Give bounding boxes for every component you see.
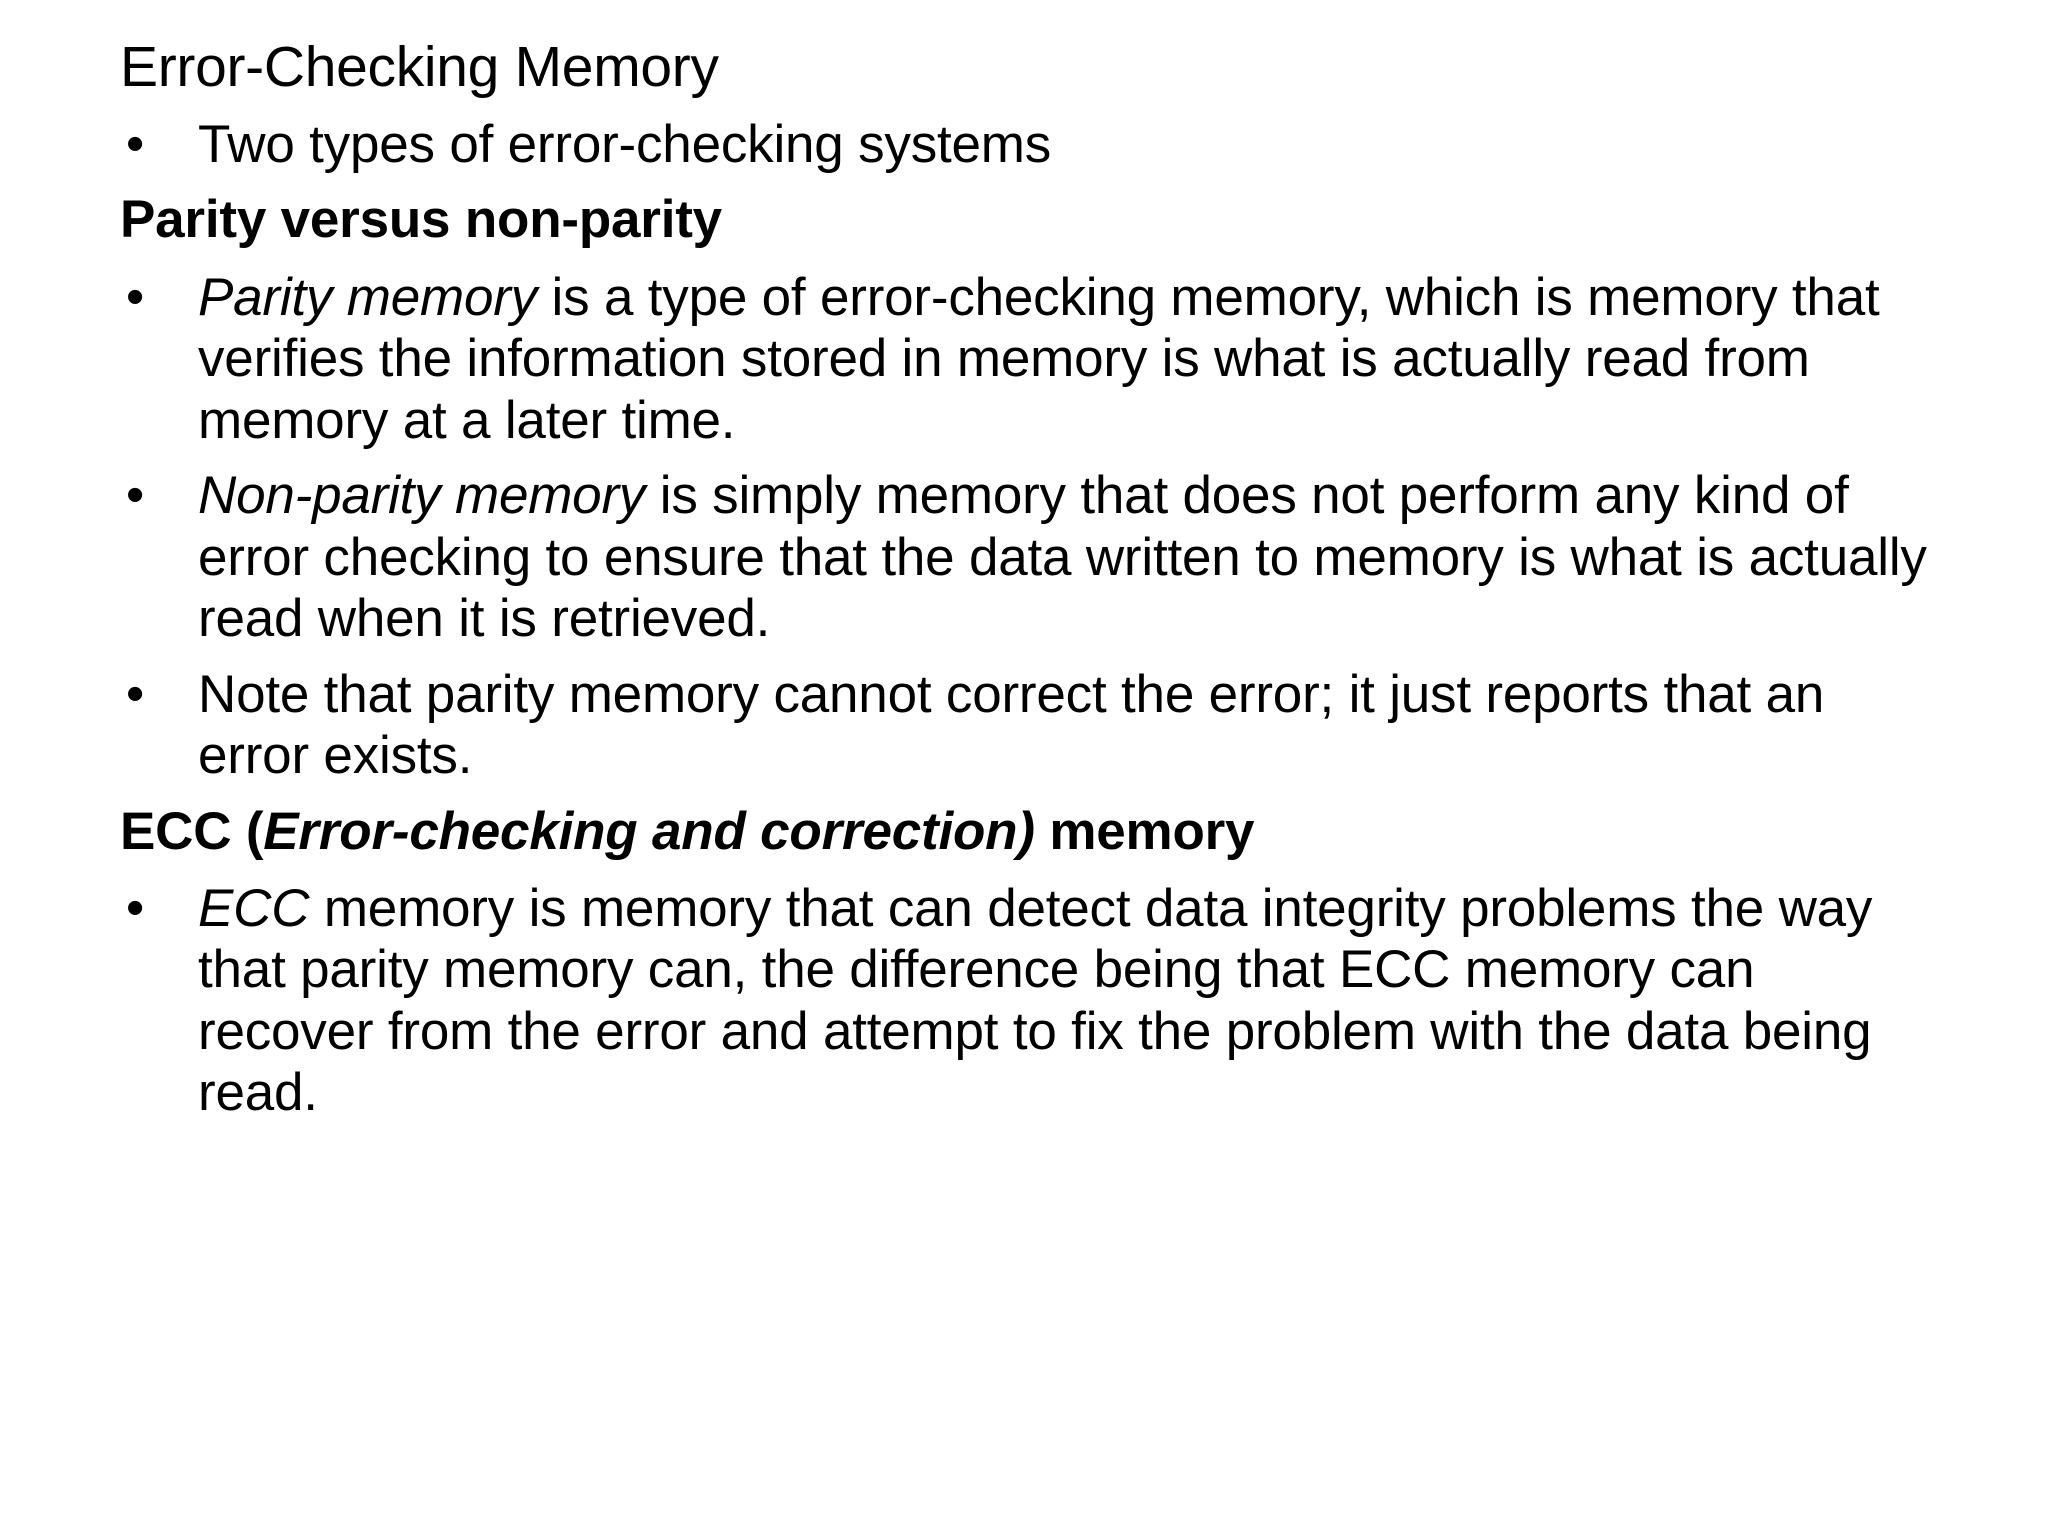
bullet-text-non-parity-memory: Non-parity memory is simply memory that …: [198, 465, 1938, 649]
list-item: • Parity memory is a type of error-check…: [120, 267, 1938, 451]
bullet-icon: •: [126, 267, 145, 326]
bullet-icon: •: [126, 664, 145, 723]
bullet-icon: •: [126, 114, 145, 173]
page-title: Error-Checking Memory: [120, 35, 719, 99]
list-item: • Non-parity memory is simply memory tha…: [120, 465, 1938, 649]
emphasis-non-parity-memory: Non-parity memory: [198, 466, 646, 526]
heading-ecc-tail: memory: [1034, 801, 1255, 861]
bullet-icon: •: [126, 466, 145, 525]
list-item: • Two types of error-checking systems: [120, 114, 1938, 175]
heading-ecc-lead: ECC (: [120, 801, 264, 861]
bullet-body-ecc-memory: memory is memory that can detect data in…: [198, 878, 1873, 1123]
bullet-body-non-parity-memory: is simply memory that does not perform a…: [198, 466, 1927, 649]
bullet-body-parity-memory: is a type of error-checking memory, whic…: [198, 267, 1880, 450]
heading-parity-versus-non-parity: Parity versus non-parity: [120, 190, 722, 250]
bullet-text-parity-memory: Parity memory is a type of error-checkin…: [198, 267, 1938, 451]
bullet-text-note-parity-cannot-correct: Note that parity memory cannot correct t…: [198, 664, 1825, 786]
bullet-text-two-types: Two types of error-checking systems: [198, 114, 1052, 174]
heading-ecc-emphasis: Error-checking and correction): [263, 801, 1035, 861]
emphasis-ecc: ECC: [198, 878, 310, 938]
list-item: • ECC memory is memory that can detect d…: [120, 878, 1938, 1124]
bullet-text-ecc-memory: ECC memory is memory that can detect dat…: [198, 878, 1938, 1124]
list-item: • Note that parity memory cannot correct…: [120, 664, 1938, 787]
heading-ecc-memory: ECC (Error-checking and correction) memo…: [120, 801, 1938, 862]
bullet-icon: •: [126, 878, 145, 937]
emphasis-parity-memory: Parity memory: [198, 267, 538, 327]
